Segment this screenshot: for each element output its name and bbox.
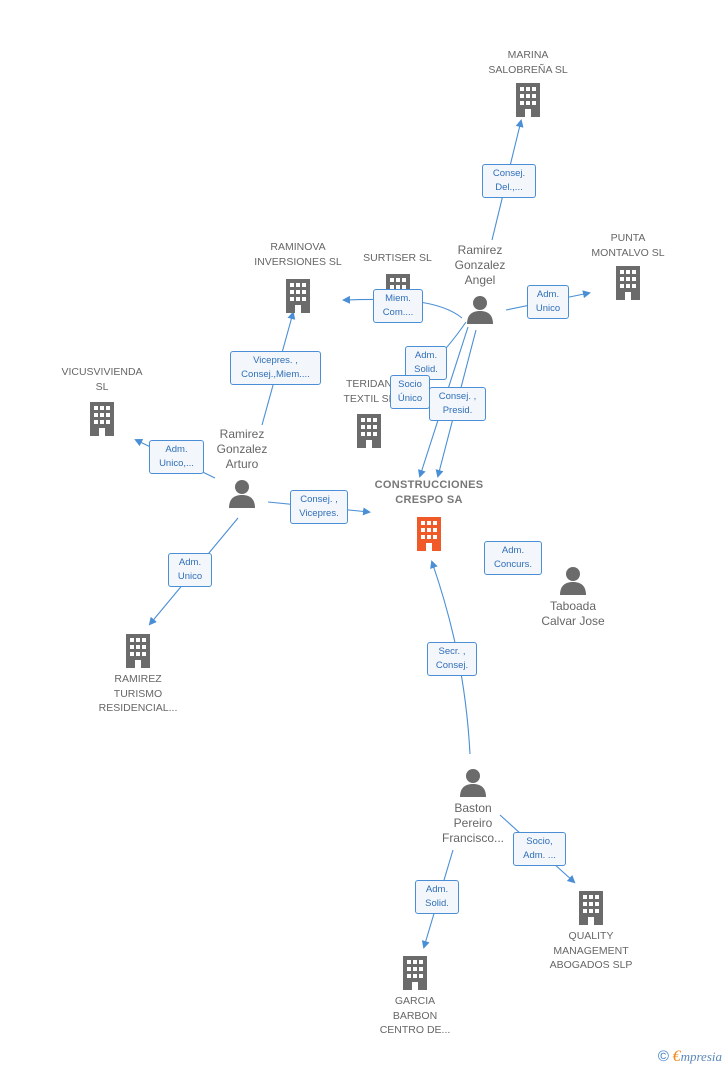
building-icon bbox=[417, 517, 441, 551]
brand-name: mpresia bbox=[680, 1049, 722, 1064]
person-ramirez-gonzalez-arturo[interactable]: Ramirez Gonzalez Arturo bbox=[204, 427, 280, 508]
edge-label-baston-main[interactable]: Secr. , Consej. bbox=[427, 642, 477, 676]
company-label: MARINA SALOBREÑA SL bbox=[488, 49, 568, 76]
edge-label-arturo-main[interactable]: Consej. , Vicepres. bbox=[290, 490, 348, 524]
company-label: TERIDAN TEXTIL SL bbox=[343, 378, 395, 405]
building-icon bbox=[286, 279, 310, 313]
company-label: RAMIREZ TURISMO RESIDENCIAL... bbox=[98, 673, 178, 714]
company-vicusvivienda[interactable]: VICUSVIVIENDA SL bbox=[52, 365, 152, 436]
building-icon bbox=[579, 891, 603, 925]
person-ramirez-gonzalez-angel[interactable]: Ramirez Gonzalez Angel bbox=[442, 243, 518, 324]
building-icon bbox=[357, 414, 381, 448]
edge-label-angel-main-presid[interactable]: Consej. , Presid. bbox=[429, 387, 486, 421]
person-label: Ramirez Gonzalez Angel bbox=[454, 243, 506, 287]
company-label: QUALITY MANAGEMENT ABOGADOS SLP bbox=[549, 930, 633, 971]
building-icon bbox=[126, 634, 150, 668]
company-label: VICUSVIVIENDA SL bbox=[61, 366, 143, 393]
person-icon bbox=[229, 480, 255, 508]
company-construcciones-crespo[interactable]: CONSTRUCCIONES CRESPO SA bbox=[360, 478, 498, 551]
copyright-icon: © bbox=[657, 1048, 669, 1065]
person-taboada-calvar-jose[interactable]: Taboada Calvar Jose bbox=[528, 565, 618, 629]
main-company-label: CONSTRUCCIONES CRESPO SA bbox=[374, 479, 484, 506]
company-label: PUNTA MONTALVO SL bbox=[591, 232, 665, 259]
company-teridan-textil[interactable]: TERIDAN TEXTIL SL bbox=[334, 377, 404, 448]
building-icon bbox=[516, 83, 540, 117]
company-quality-management[interactable]: QUALITY MANAGEMENT ABOGADOS SLP bbox=[536, 889, 646, 973]
building-icon bbox=[403, 956, 427, 990]
person-label: Ramirez Gonzalez Arturo bbox=[216, 427, 268, 471]
person-icon bbox=[560, 567, 586, 595]
company-raminova-inversiones[interactable]: RAMINOVA INVERSIONES SL bbox=[243, 240, 353, 313]
company-marina-salobrena[interactable]: MARINA SALOBREÑA SL bbox=[478, 48, 578, 117]
edge-label-arturo-turismo[interactable]: Adm. Unico bbox=[168, 553, 212, 587]
edge-label-arturo-vicus[interactable]: Adm. Unico,... bbox=[149, 440, 204, 474]
person-label: Taboada Calvar Jose bbox=[541, 599, 605, 628]
company-ramirez-turismo[interactable]: RAMIREZ TURISMO RESIDENCIAL... bbox=[83, 632, 193, 716]
company-punta-montalvo[interactable]: PUNTA MONTALVO SL bbox=[578, 231, 678, 300]
person-icon bbox=[460, 769, 486, 797]
company-garcia-barbon[interactable]: GARCIA BARBON CENTRO DE... bbox=[365, 954, 465, 1038]
person-label: Baston Pereiro Francisco... bbox=[441, 801, 504, 845]
edge-label-angel-teridan[interactable]: Socio Único bbox=[390, 375, 430, 409]
person-baston-pereiro-francisco[interactable]: Baston Pereiro Francisco... bbox=[428, 767, 518, 846]
edge-label-angel-punta[interactable]: Adm. Unico bbox=[527, 285, 569, 319]
edge-label-taboada-main[interactable]: Adm. Concurs. bbox=[484, 541, 542, 575]
edge-label-angel-marina[interactable]: Consej. Del.,... bbox=[482, 164, 536, 198]
edge-label-angel-raminova[interactable]: Miem. Com.... bbox=[373, 289, 423, 323]
edge-label-baston-garcia[interactable]: Adm. Solid. bbox=[415, 880, 459, 914]
edge-label-baston-quality[interactable]: Socio, Adm. ... bbox=[513, 832, 566, 866]
edge-label-arturo-raminova[interactable]: Vicepres. , Consej.,Miem.... bbox=[230, 351, 321, 385]
person-icon bbox=[467, 296, 493, 324]
building-icon bbox=[90, 402, 114, 436]
building-icon bbox=[616, 266, 640, 300]
company-label: RAMINOVA INVERSIONES SL bbox=[254, 241, 342, 268]
brand-watermark: © €mpresia bbox=[658, 1048, 722, 1066]
company-label: SURTISER SL bbox=[363, 252, 432, 264]
company-label: GARCIA BARBON CENTRO DE... bbox=[379, 995, 451, 1036]
brand-logo-letter: € bbox=[672, 1048, 681, 1065]
